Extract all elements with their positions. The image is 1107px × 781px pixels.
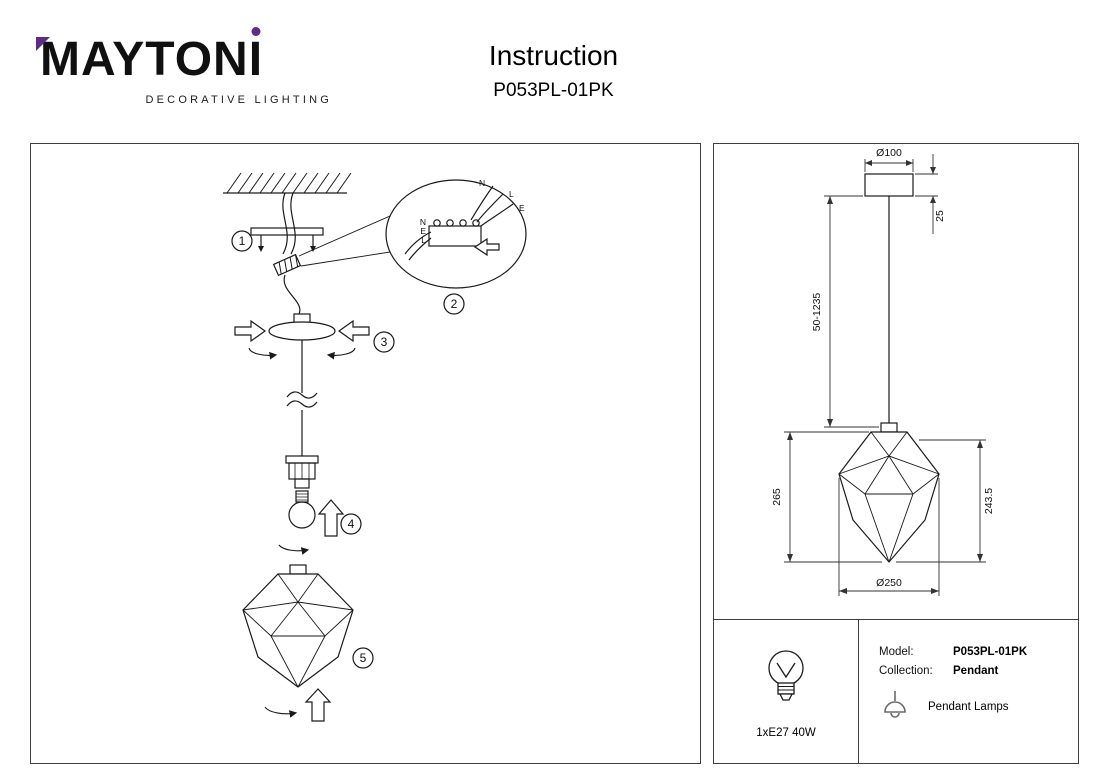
collection-row: Collection: Pendant bbox=[879, 665, 1078, 677]
category-row: Pendant Lamps bbox=[879, 690, 1078, 724]
wiring-detail-circle bbox=[298, 179, 527, 289]
step-5-label: 5 bbox=[360, 651, 367, 665]
insert-arrow-shade-icon bbox=[304, 688, 332, 722]
maytoni-logo: MAYTONI DECORATIVE LIGHTING bbox=[36, 27, 332, 106]
model-label: Model: bbox=[879, 646, 914, 658]
slide-arrow-left-icon bbox=[337, 319, 370, 343]
dim-shade-diameter: Ø250 bbox=[876, 577, 902, 589]
faceted-shade bbox=[838, 431, 940, 563]
dimension-labels: Ø100 25 50-1235 265 243.5 Ø250 bbox=[771, 147, 995, 589]
canopy bbox=[864, 173, 914, 197]
terminal-label-e: E bbox=[420, 226, 426, 236]
assembly-panel: 1 2 3 4 5 N L E N E L bbox=[30, 143, 701, 764]
logo-wordmark: MAYTONI bbox=[36, 27, 332, 86]
canopy bbox=[234, 313, 370, 360]
dimension-arrows bbox=[787, 160, 983, 594]
wire-label-e: E bbox=[519, 203, 525, 213]
dimension-lines bbox=[784, 154, 986, 596]
terminal-label-n: N bbox=[420, 217, 426, 227]
step-markers: 1 2 3 4 5 bbox=[231, 230, 465, 669]
wire-label-n: N bbox=[479, 178, 485, 188]
faceted-shade bbox=[242, 564, 354, 688]
lamp-spec-drawing: 1xE27 40W bbox=[756, 650, 816, 739]
dimension-panel: Ø100 25 50-1235 265 243.5 Ø250 bbox=[713, 143, 1079, 620]
step-3-label: 3 bbox=[381, 335, 388, 349]
ceiling-hatch bbox=[223, 172, 352, 194]
logo-subtitle: DECORATIVE LIGHTING bbox=[145, 94, 332, 106]
terminal-label-l: L bbox=[421, 235, 426, 245]
supply-wires bbox=[272, 192, 302, 315]
shade-neck bbox=[880, 422, 898, 433]
insert-arrow-up-icon bbox=[317, 499, 345, 537]
dim-canopy-height: 25 bbox=[934, 210, 946, 222]
assembly-diagram: 1 2 3 4 5 N L E N E L bbox=[223, 172, 527, 722]
bulb-icon bbox=[768, 650, 804, 701]
step-2-label: 2 bbox=[451, 297, 458, 311]
pendant-lamp-icon bbox=[884, 691, 906, 718]
dim-shade-body-height: 243.5 bbox=[983, 488, 995, 514]
light-bulb-icon bbox=[288, 490, 316, 529]
rotate-arrow-right-icon bbox=[326, 347, 356, 360]
collection-label: Collection: bbox=[879, 665, 933, 677]
logo-i-dot-icon bbox=[251, 27, 261, 36]
model-code: P053PL-01PK bbox=[493, 80, 614, 101]
logo-letter-i: I bbox=[248, 27, 264, 86]
collection-value: Pendant bbox=[953, 665, 999, 677]
dim-suspension-range: 50-1235 bbox=[811, 293, 823, 332]
page-title: Instruction bbox=[488, 40, 619, 71]
category-label: Pendant Lamps bbox=[928, 701, 1009, 713]
model-value: P053PL-01PK bbox=[953, 646, 1028, 658]
dimension-drawing: Ø100 25 50-1235 265 243.5 Ø250 bbox=[771, 147, 995, 596]
lamp-socket bbox=[285, 455, 319, 489]
step-4-label: 4 bbox=[348, 517, 355, 531]
wire-label-l: L bbox=[509, 189, 514, 199]
lamp-spec-panel: 1xE27 40W bbox=[713, 619, 859, 764]
logo-text: MAYTON bbox=[40, 33, 249, 86]
rotate-arrow-bulb-icon bbox=[278, 544, 310, 555]
lamp-spec-label: 1xE27 40W bbox=[756, 727, 816, 739]
rotate-arrow-shade-icon bbox=[264, 706, 298, 718]
rotate-arrow-left-icon bbox=[248, 347, 278, 360]
suspension-cable bbox=[286, 340, 318, 456]
step-1-label: 1 bbox=[239, 234, 246, 248]
dim-shade-height: 265 bbox=[771, 488, 783, 506]
dim-canopy-diameter: Ø100 bbox=[876, 147, 902, 159]
slide-arrow-right-icon bbox=[234, 319, 267, 343]
title-block: Instruction P053PL-01PK bbox=[489, 40, 618, 102]
model-info-panel: Model: P053PL-01PK Collection: Pendant P… bbox=[858, 619, 1079, 764]
model-row: Model: P053PL-01PK bbox=[879, 646, 1078, 658]
wire-terminal-labels: N L E N E L bbox=[420, 178, 525, 245]
logo-letter-i-glyph: I bbox=[248, 33, 264, 86]
push-arrow-icon bbox=[473, 237, 500, 257]
